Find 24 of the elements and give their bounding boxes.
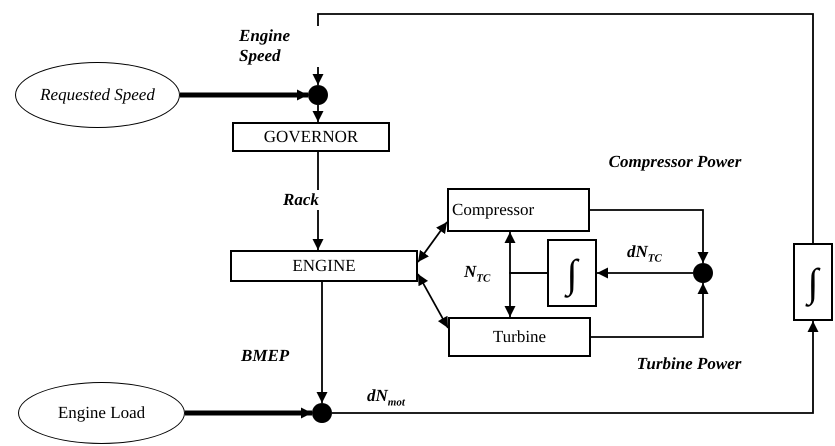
input-ellipse: Engine Load [18,382,185,444]
arrow [332,321,818,414]
block-box: Compressor [447,188,590,232]
block-box: Turbine [448,317,591,357]
double-arrow [417,221,448,263]
edge-label: Engine Speed [238,26,320,67]
arrow [504,272,547,317]
summing-junction [312,403,332,423]
arrow [312,13,814,243]
integrator-box: ∫ [793,243,833,321]
thick-arrow [185,408,312,418]
summing-junction [308,85,328,105]
block-box: GOVERNOR [232,122,390,152]
integrator-box: ∫ [547,239,597,307]
arrow [591,283,708,338]
input-ellipse: Requested Speed [15,62,180,128]
arrow [316,282,328,403]
double-arrow [417,274,449,328]
block-box: ENGINE [230,250,418,282]
summing-junction [693,263,713,283]
arrow [590,209,708,263]
arrow [597,268,693,278]
arrow [312,105,324,122]
thick-arrow [180,90,308,100]
